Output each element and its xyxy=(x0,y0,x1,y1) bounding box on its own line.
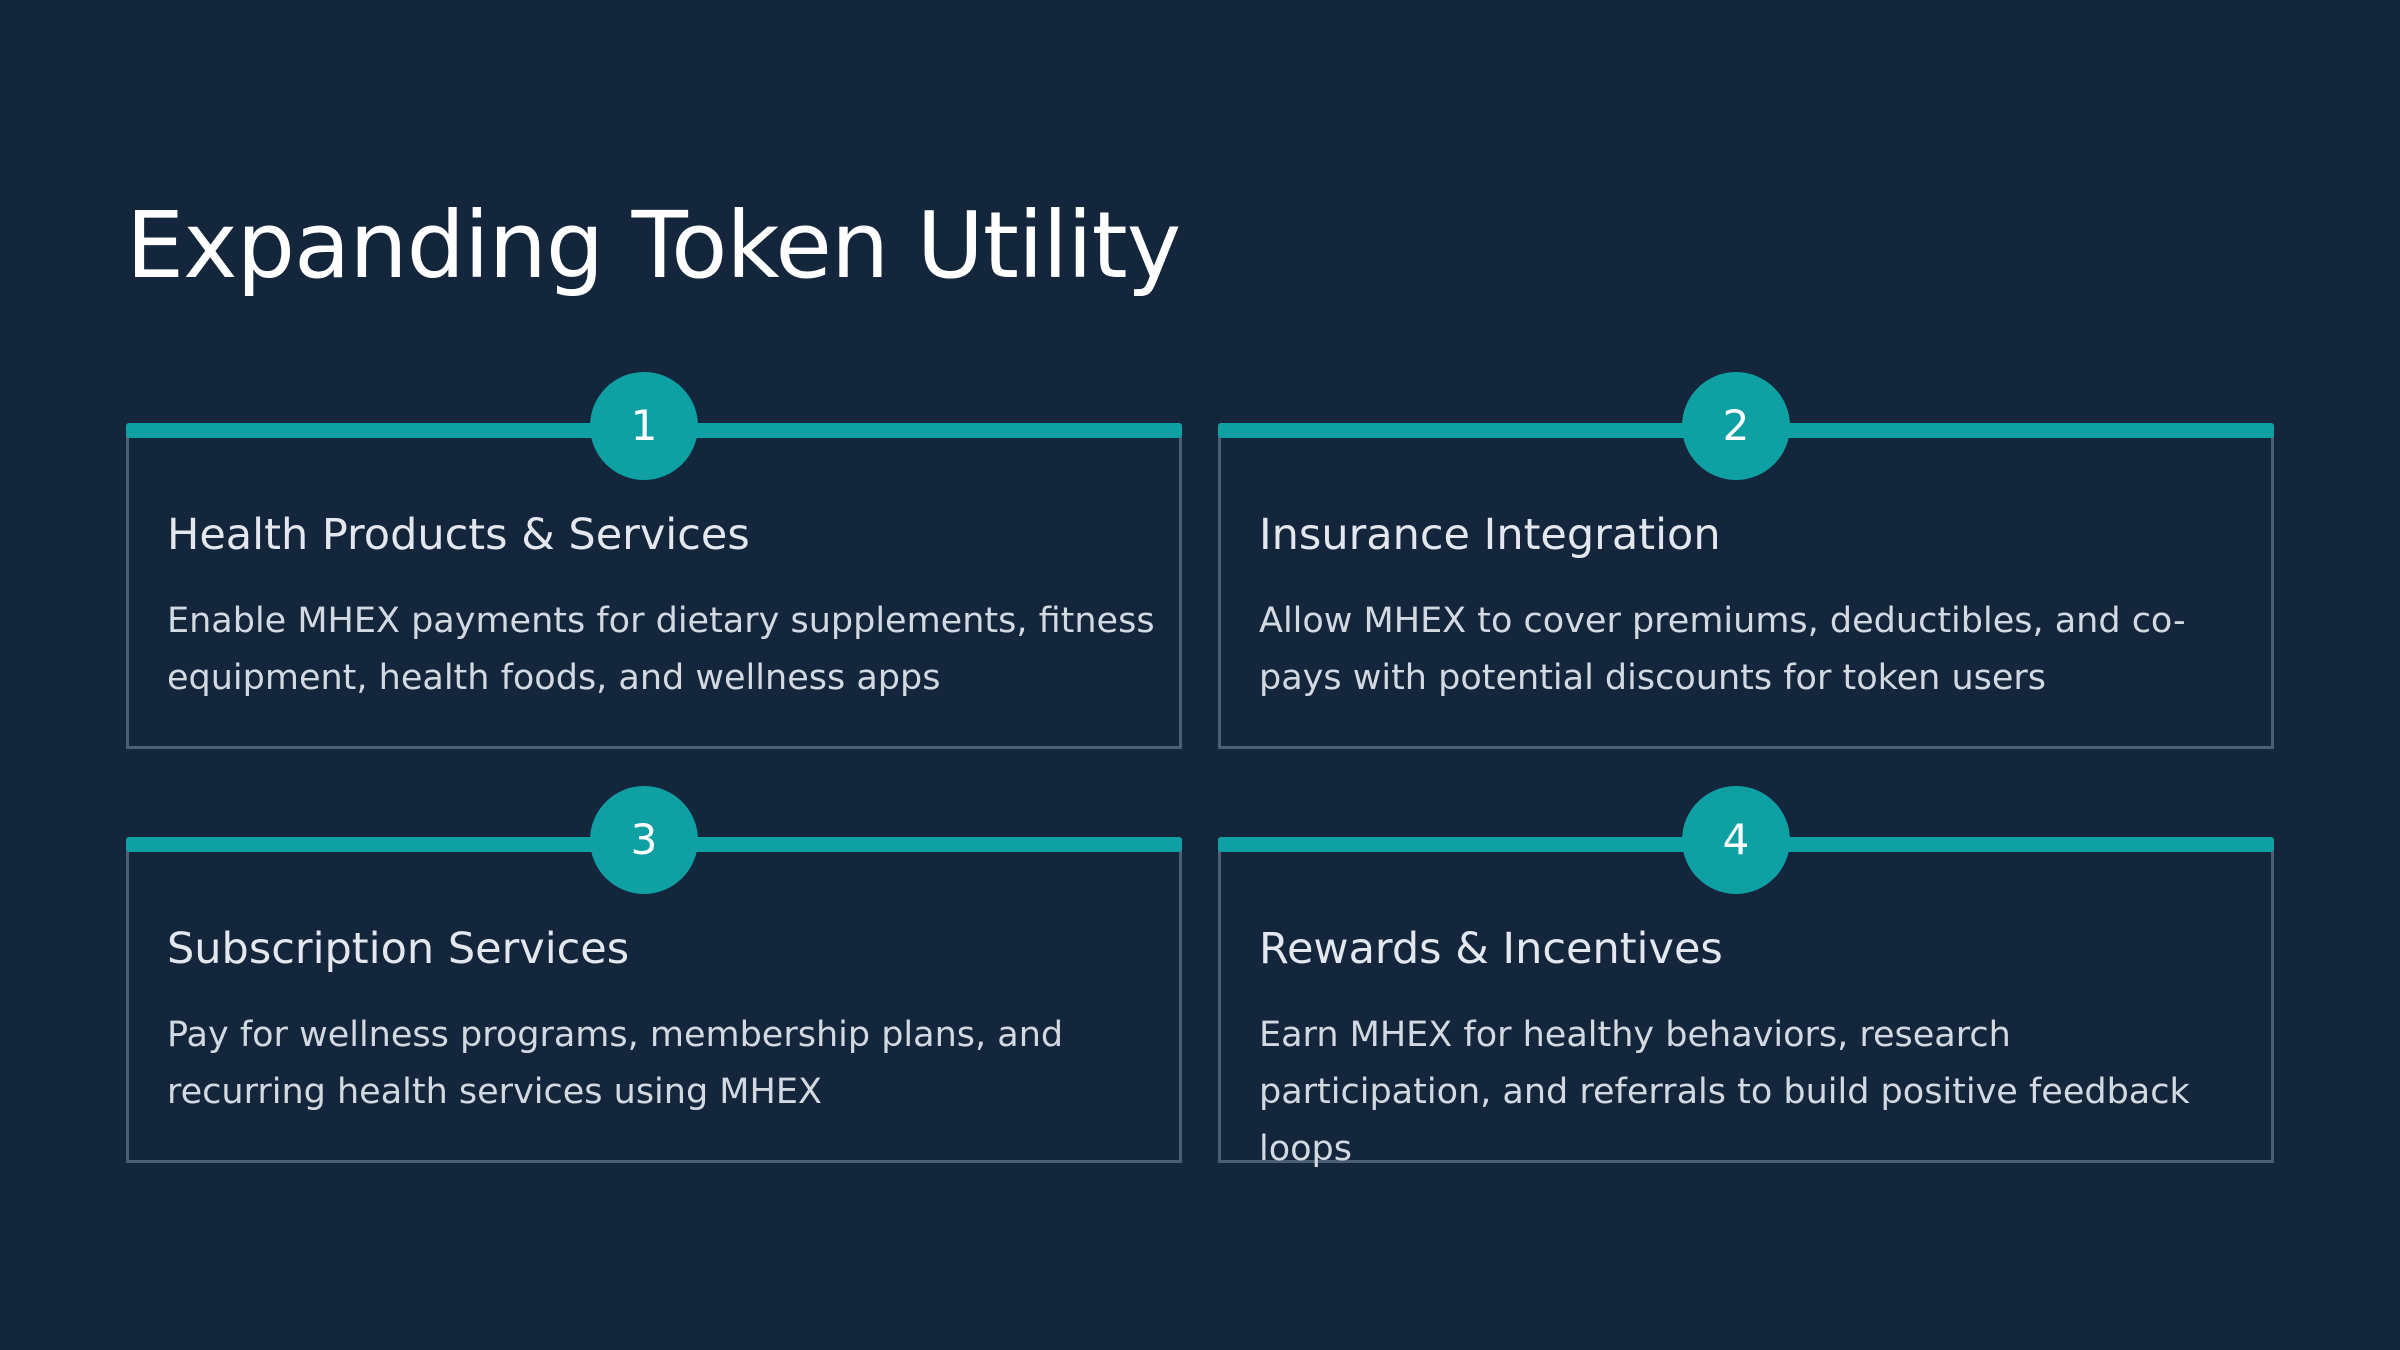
card-title: Subscription Services xyxy=(167,924,630,974)
card-number-badge: 3 xyxy=(590,786,698,894)
card-description: Allow MHEX to cover premiums, deductible… xyxy=(1259,601,2186,698)
card-rewards-incentives: 4 Rewards & Incentives Earn MHEX for hea… xyxy=(1218,786,2274,1169)
card-title: Insurance Integration xyxy=(1259,510,1721,560)
card-number-badge: 2 xyxy=(1682,372,1790,480)
card-title: Health Products & Services xyxy=(167,510,750,560)
card-number-badge: 1 xyxy=(590,372,698,480)
card-insurance-integration: 2 Insurance Integration Allow MHEX to co… xyxy=(1218,372,2274,749)
card-description: Pay for wellness programs, membership pl… xyxy=(167,1015,1064,1112)
card-title: Rewards & Incentives xyxy=(1259,924,1723,974)
card-subscription-services: 3 Subscription Services Pay for wellness… xyxy=(126,786,1182,1163)
page-title: Expanding Token Utility xyxy=(126,192,1181,299)
card-number-badge: 4 xyxy=(1682,786,1790,894)
card-description: Earn MHEX for healthy behaviors, researc… xyxy=(1259,1015,2190,1169)
card-health-products: 1 Health Products & Services Enable MHEX… xyxy=(126,372,1182,749)
card-description: Enable MHEX payments for dietary supplem… xyxy=(167,601,1155,698)
